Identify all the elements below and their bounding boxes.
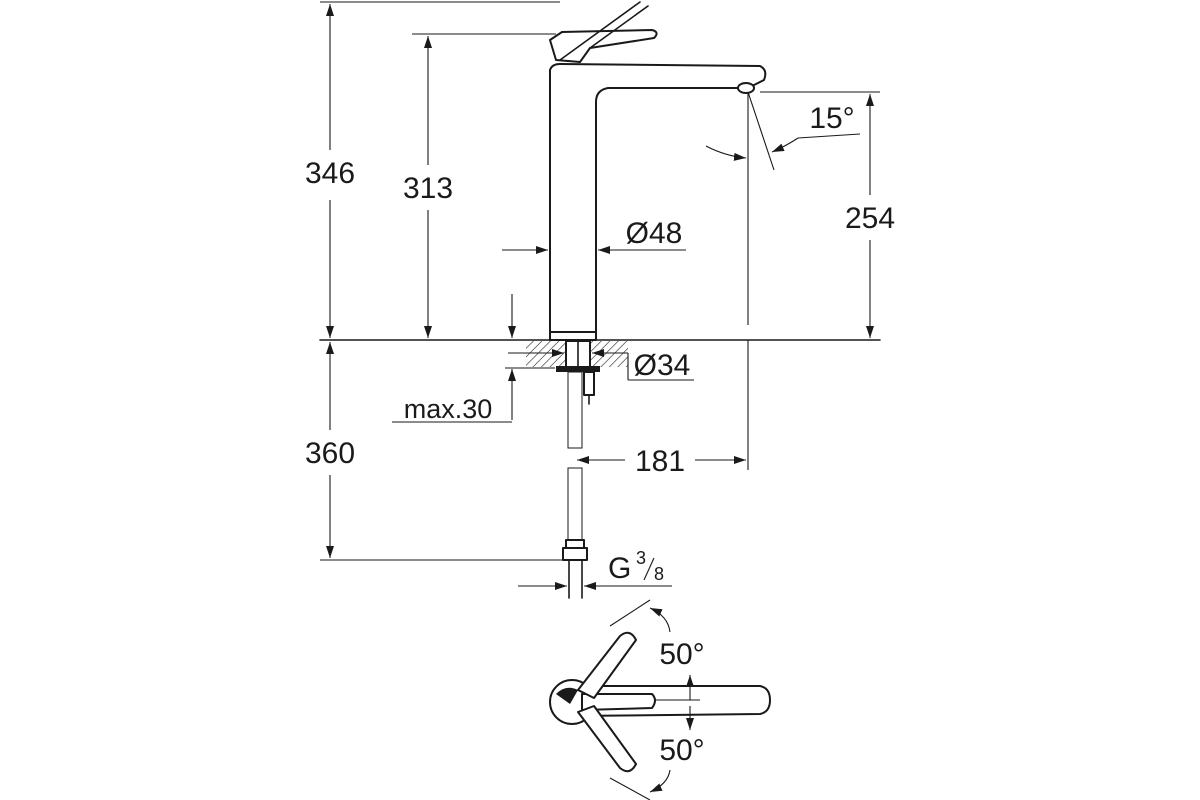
dim-34-label: Ø34: [634, 349, 691, 382]
dim-313-label: 313: [403, 172, 453, 205]
mounting-nut: [556, 366, 600, 372]
dim-max30-label: max.30: [404, 394, 493, 424]
faucet-side-view: [549, 1, 767, 341]
thread-numerator: 3: [636, 548, 646, 568]
deck-section-left: [526, 341, 566, 367]
dim-346-label: 346: [305, 157, 355, 190]
dim-15-angle: 15°: [705, 91, 861, 171]
dim-15-label: 15°: [809, 102, 854, 135]
faucet-body: [549, 63, 767, 333]
lever-bottom-rotated: [577, 705, 637, 773]
dim-360-label: 360: [305, 437, 355, 470]
dim-48-label: Ø48: [626, 217, 683, 250]
dim-313: 313: [403, 36, 453, 338]
lever-angle-top-label: 50°: [659, 638, 704, 671]
lever: [549, 29, 658, 63]
lever-top-rotated: [577, 631, 637, 699]
aerator: [737, 82, 755, 94]
dim-34: Ø34: [508, 349, 694, 382]
base-collar: [549, 331, 597, 341]
thread-label: G: [608, 552, 631, 585]
hose-fitting: [565, 539, 585, 549]
dim-48: Ø48: [502, 217, 686, 262]
dim-346: 346: [305, 4, 355, 338]
lever-angle-bottom-label: 50°: [659, 734, 704, 767]
dim-181-label: 181: [635, 445, 685, 478]
dim-360: 360: [305, 342, 355, 558]
dim-181: 181: [577, 340, 749, 478]
faucet-top-view: 50° 50°: [549, 599, 771, 800]
dim-254: 254: [845, 94, 895, 338]
thread-denominator: 8: [654, 564, 664, 584]
dim-254-label: 254: [845, 202, 895, 235]
deck-section-right: [590, 341, 628, 367]
supply-hose: [562, 371, 588, 599]
dim-thread: G 3 8: [518, 548, 672, 590]
